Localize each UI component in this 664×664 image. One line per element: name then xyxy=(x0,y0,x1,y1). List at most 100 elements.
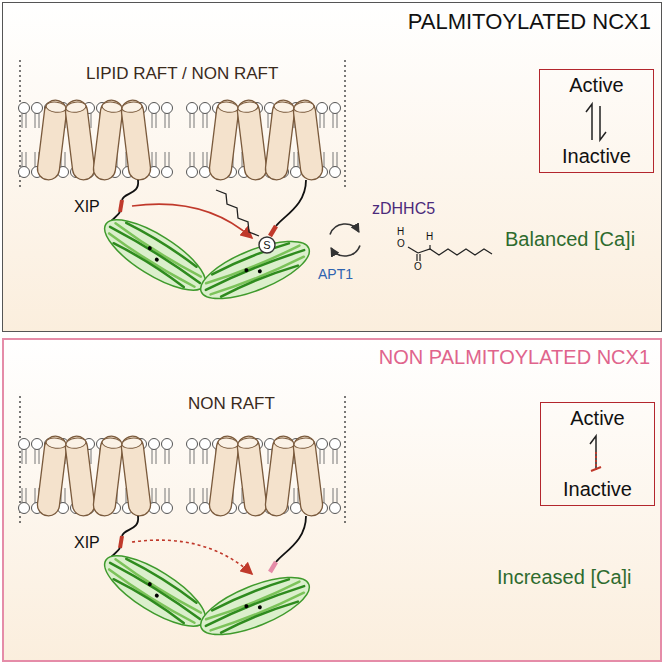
lipid-tail xyxy=(22,113,26,128)
palmitoylation-site xyxy=(270,226,276,236)
helix-cap xyxy=(217,437,238,449)
transmembrane-helix xyxy=(208,435,240,517)
helix-cap xyxy=(273,437,294,449)
helix-cap xyxy=(101,437,122,449)
lipid-tail xyxy=(165,152,169,167)
helix-body xyxy=(292,99,324,181)
helix-cap xyxy=(293,437,314,449)
transmembrane-helix xyxy=(236,435,268,517)
atom-label: H xyxy=(426,231,433,243)
condition-panel: ActiveInactiveSPALMITOYLATED NCX1 xyxy=(2,2,662,332)
cycle-arrow xyxy=(331,246,360,257)
atom-label: O xyxy=(414,261,422,273)
lipid-tail xyxy=(190,449,194,464)
calcium-ion xyxy=(244,604,249,609)
palmitoylation-site xyxy=(270,562,276,572)
half-arrow xyxy=(600,106,606,140)
xip-interaction-arrow xyxy=(132,540,252,574)
calcium-ion xyxy=(257,605,262,610)
beta-strand xyxy=(108,569,194,624)
beta-strand xyxy=(114,578,185,624)
enzyme-label: APT1 xyxy=(318,266,353,282)
beta-strand xyxy=(108,233,194,288)
raft-boundary xyxy=(344,396,345,526)
transmembrane-helix xyxy=(236,99,268,181)
helix-body xyxy=(236,435,268,517)
cycle-arrow xyxy=(330,224,359,235)
xip-segment xyxy=(120,200,122,212)
helix-body xyxy=(292,435,324,517)
lipid-tail xyxy=(203,449,207,464)
cbd-domain xyxy=(95,207,215,302)
linker-chain xyxy=(122,180,138,200)
palmitoyl-chain xyxy=(216,190,259,236)
beta-strand xyxy=(211,593,305,633)
lipid-head xyxy=(162,439,173,450)
cbd-domain xyxy=(194,566,317,647)
lipid-tail xyxy=(152,152,156,167)
lipid-tail xyxy=(333,449,337,464)
atom-label: O xyxy=(397,238,405,250)
helix-body xyxy=(208,435,240,517)
calcium-ion xyxy=(154,593,160,599)
lipid-tail xyxy=(190,152,194,167)
calcium-ion xyxy=(154,257,160,263)
lipid-head xyxy=(330,439,341,450)
domain-outline xyxy=(194,566,317,647)
c-terminal-chain xyxy=(276,180,306,226)
half-arrow xyxy=(586,104,592,140)
panel-title: PALMITOYLATED NCX1 xyxy=(408,9,651,34)
helix-body xyxy=(120,99,152,181)
transmembrane-helix xyxy=(120,435,152,517)
state-label: Inactive xyxy=(562,145,631,168)
lipid-tail xyxy=(22,488,26,503)
c-terminal-chain xyxy=(276,516,306,562)
cbd-domain xyxy=(95,543,215,638)
helix-cap xyxy=(293,101,314,113)
helix-cap xyxy=(121,101,142,113)
lipid-tail xyxy=(22,449,26,464)
ncx1-illustration xyxy=(19,60,346,310)
lipid-tail xyxy=(165,488,169,503)
transmembrane-helix xyxy=(292,435,324,517)
lipid-tail xyxy=(35,113,39,128)
circle-shape xyxy=(259,237,275,253)
lipid-tail xyxy=(320,113,324,128)
helix-body xyxy=(92,99,124,181)
lipid-head xyxy=(32,103,43,114)
lipid-tail xyxy=(152,449,156,464)
domain-label: XIP xyxy=(74,534,100,552)
transmembrane-helix xyxy=(208,99,240,181)
lipid-head xyxy=(330,167,341,178)
lipid-head xyxy=(187,103,198,114)
lipid-tail xyxy=(22,152,26,167)
activity-state-box: ActiveInactive xyxy=(540,402,655,506)
helix-body xyxy=(236,99,268,181)
double-bond xyxy=(417,254,420,261)
panel-background xyxy=(2,338,662,662)
transmembrane-helix xyxy=(36,435,68,517)
beta-strand xyxy=(126,221,197,267)
helix-cap xyxy=(101,101,122,113)
helix-body xyxy=(120,435,152,517)
cbd-domain xyxy=(194,230,317,311)
lipid-head xyxy=(317,439,328,450)
panel-title: NON PALMITOYLATED NCX1 xyxy=(379,346,650,369)
state-label: Active xyxy=(569,74,623,97)
helix-cap xyxy=(273,101,294,113)
lipid-head xyxy=(149,103,160,114)
half-arrow xyxy=(590,436,596,470)
calcium-ion xyxy=(147,245,153,251)
transmembrane-helix xyxy=(64,435,96,517)
region-label: LIPID RAFT / NON RAFT xyxy=(86,64,278,84)
lipid-tail xyxy=(152,113,156,128)
helix-body xyxy=(36,435,68,517)
beta-strand xyxy=(220,264,298,297)
blocked-equilibrium-arrow xyxy=(590,436,601,471)
lipid-tail xyxy=(165,449,169,464)
fatty-acid-chain xyxy=(418,249,492,255)
lipid-tail xyxy=(190,488,194,503)
calcium-ion xyxy=(244,268,249,273)
